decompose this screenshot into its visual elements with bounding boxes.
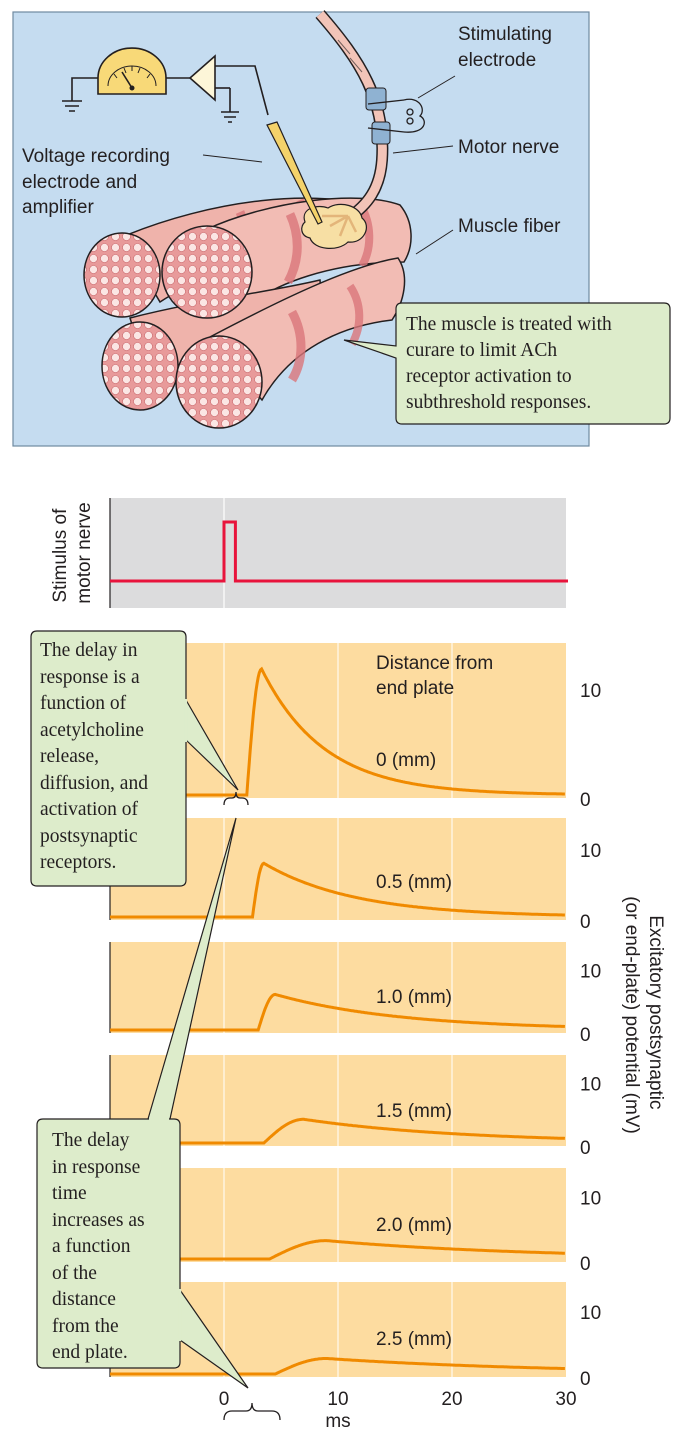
- setup-illustration: Stimulating electrode Motor nerve Voltag…: [12, 10, 671, 447]
- epsp-trace: [110, 666, 565, 797]
- y-tick-label: 10: [580, 681, 601, 702]
- stimulus-plot-area: [110, 498, 566, 608]
- x-tick-label: 20: [441, 1389, 462, 1410]
- leader-lines: [202, 75, 456, 255]
- y-tick-label: 10: [580, 1303, 601, 1324]
- fiber-end: [175, 335, 263, 429]
- series-label: 2.0 (mm): [376, 1215, 452, 1236]
- stimulus-trace: [110, 520, 568, 583]
- stimulus-ylabel: Stimulus of motor nerve: [50, 502, 95, 603]
- delay-distance-text: The delay in response time increases as …: [52, 1130, 149, 1363]
- x-tick-label: 0: [219, 1389, 230, 1410]
- epsp-ylabel: Excitatory postsynaptic (or end-plate) p…: [621, 896, 666, 1134]
- x-tick-label: 10: [327, 1389, 348, 1410]
- epsp-trace: [110, 1357, 565, 1376]
- series-label: 2.5 (mm): [376, 1329, 452, 1350]
- series-label: 0 (mm): [376, 750, 436, 771]
- recording-electrode-icon: [266, 121, 323, 225]
- y-tick-label: 0: [580, 1254, 591, 1275]
- delay-function-text: The delay in response is a function of a…: [40, 640, 153, 873]
- voltage-electrode-label: Voltage recording electrode and amplifie…: [22, 146, 175, 218]
- epsp-panel: 2.0 (mm) 10 0: [109, 1168, 601, 1275]
- delay-brace-2-5mm: [223, 1402, 281, 1421]
- x-axis-label: ms: [325, 1411, 350, 1432]
- delay-brace-0mm: [223, 791, 249, 806]
- amplifier-circuit: [62, 54, 269, 123]
- muscle-fiber-label: Muscle fiber: [458, 216, 561, 237]
- distance-title: Distance from end plate: [376, 653, 498, 699]
- epsp-trace: [110, 861, 565, 919]
- delay-distance-callout: The delay in response time increases as …: [36, 817, 249, 1389]
- y-tick-label: 0: [580, 1025, 591, 1046]
- y-tick-label: 10: [580, 962, 601, 983]
- y-tick-label: 0: [580, 912, 591, 933]
- y-tick-label: 0: [580, 790, 591, 811]
- epsp-trace: [110, 1117, 566, 1145]
- stimulus-panel: Stimulus of motor nerve: [50, 498, 568, 608]
- y-tick-label: 0: [580, 1138, 591, 1159]
- fiber-end: [83, 232, 161, 318]
- curare-callout-text: The muscle is treated with curare to lim…: [406, 314, 617, 413]
- motor-nerve-label: Motor nerve: [458, 137, 559, 158]
- series-label: 1.5 (mm): [376, 1101, 452, 1122]
- series-label: 1.0 (mm): [376, 987, 452, 1008]
- y-tick-label: 10: [580, 1189, 601, 1210]
- stimulating-electrode-icon: [367, 98, 425, 133]
- fiber-end: [101, 321, 179, 411]
- y-tick-label: 10: [580, 841, 601, 862]
- epsp-trace: [110, 992, 566, 1032]
- stimulating-electrode-label: Stimulating electrode: [458, 24, 557, 71]
- curare-callout: The muscle is treated with curare to lim…: [343, 302, 671, 425]
- x-tick-label: 30: [555, 1389, 576, 1410]
- y-tick-label: 10: [580, 1075, 601, 1096]
- fiber-end: [161, 225, 253, 319]
- motor-nerve: [315, 10, 391, 224]
- epsp-trace: [110, 1239, 565, 1261]
- y-tick-label: 0: [580, 1369, 591, 1390]
- x-axis: 0 10 20 30: [219, 1389, 577, 1410]
- epsp-panel: 1.5 (mm) 10 0: [109, 1055, 601, 1159]
- delay-function-callout: The delay in response is a function of a…: [30, 630, 239, 887]
- voltmeter-icon: [97, 47, 167, 95]
- series-label: 0.5 (mm): [376, 872, 452, 893]
